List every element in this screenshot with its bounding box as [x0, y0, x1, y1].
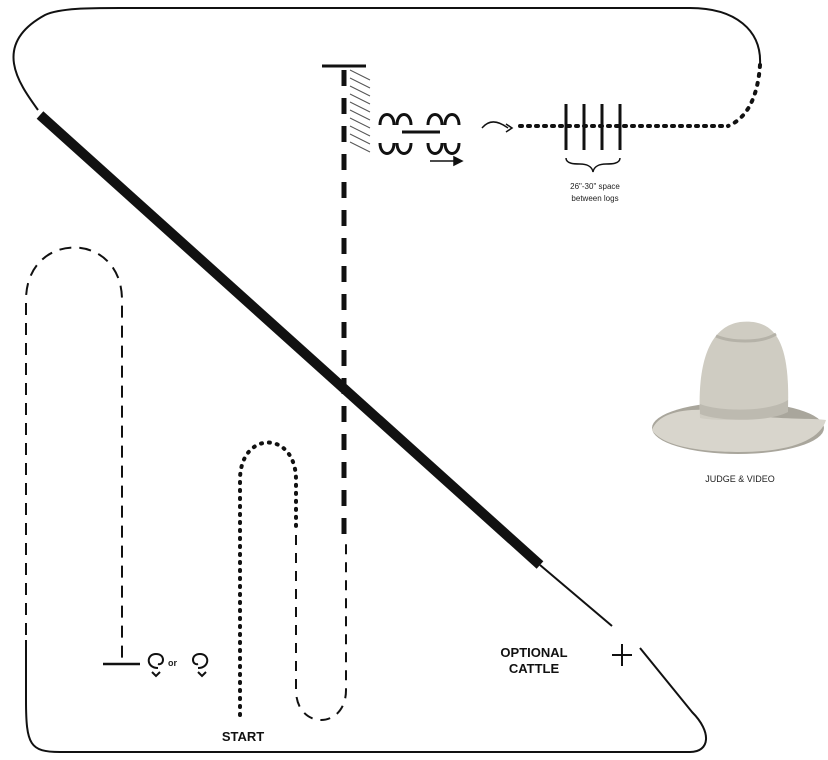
or-label: or: [168, 658, 177, 668]
curve-arrow-icon: [481, 121, 514, 133]
arena-bottom-curve: [25, 647, 707, 753]
arena-outline: [12, 7, 762, 753]
cross-marker-icon: [612, 644, 632, 666]
arena-top-curve: [12, 7, 762, 111]
cowboy-hat-icon: [652, 321, 826, 454]
log-spacing-label-line1: 26"-30" space: [570, 182, 620, 191]
arena-lower-right-line: [539, 564, 613, 627]
hoofprint-group: [378, 113, 461, 155]
optional-cattle-label-line2: CATTLE: [509, 661, 560, 676]
direction-arrow-icon: [430, 155, 464, 167]
log-spacing-brace: [565, 157, 621, 173]
log-poles: [564, 104, 622, 150]
gate-hatching: [349, 69, 371, 153]
center-dashed-loop: [295, 535, 347, 721]
left-dashed-loop: [25, 246, 123, 660]
judge-video-label: JUDGE & VIDEO: [705, 474, 775, 484]
optional-cattle-label-line1: OPTIONAL: [500, 645, 567, 660]
diagonal-bar: [36, 111, 544, 569]
start-dotted-path: [238, 440, 298, 717]
log-spacing-label-line2: between logs: [571, 194, 618, 203]
spin-right-icon: [192, 652, 209, 678]
start-label: START: [222, 729, 264, 744]
spin-left-icon: [147, 652, 164, 678]
arena-right-dotted: [726, 63, 762, 128]
